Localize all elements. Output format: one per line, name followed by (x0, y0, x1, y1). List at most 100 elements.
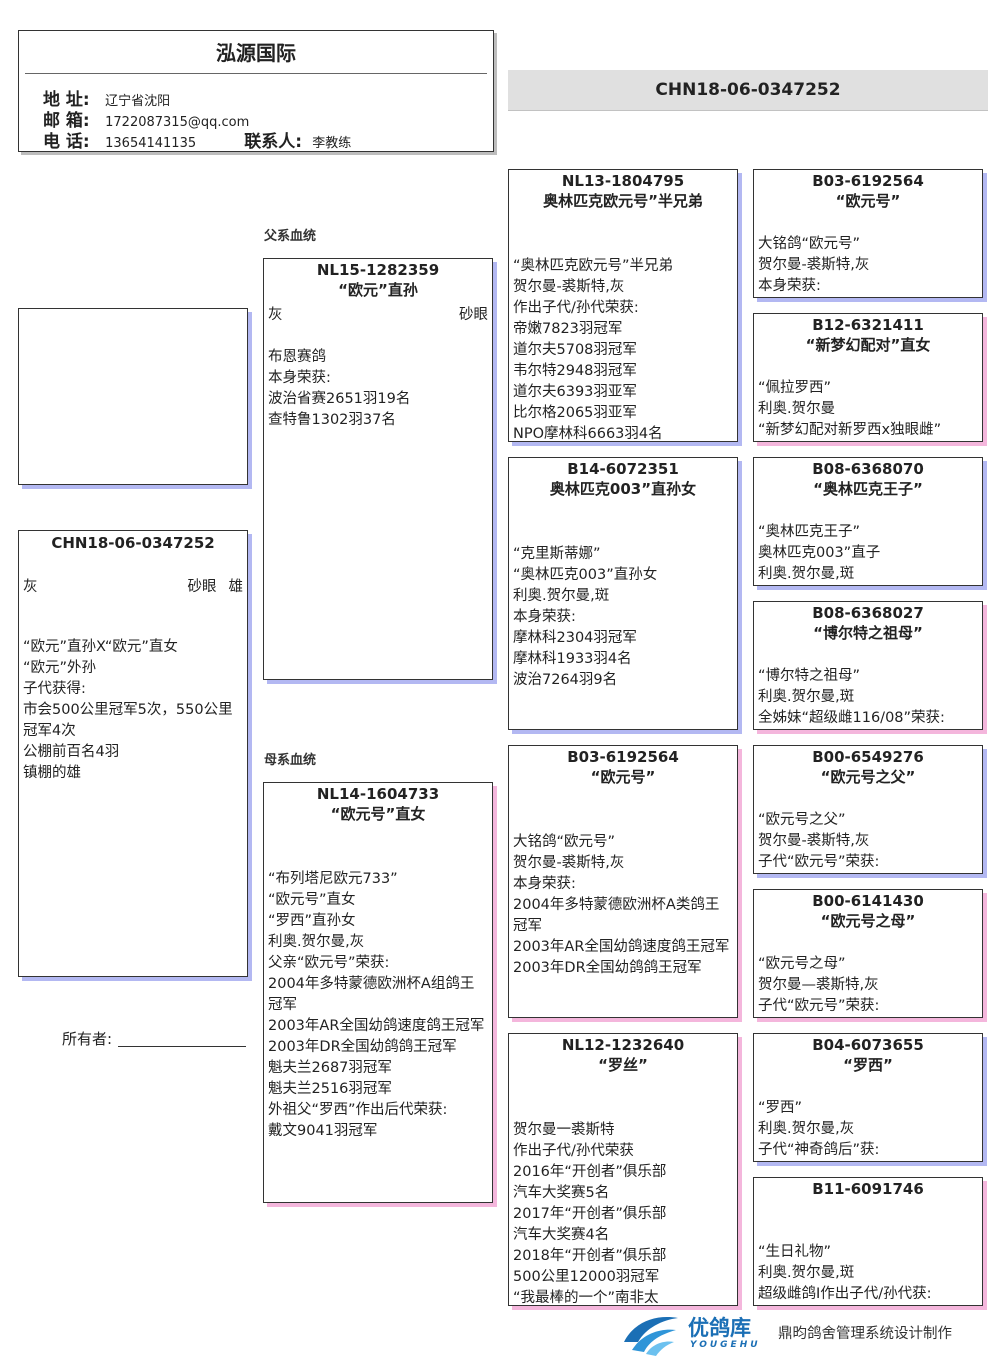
sire-sire-ring-number: NL13-1804795 (561, 172, 685, 190)
desc-line: 道尔夫6393羽亚军 (513, 384, 637, 400)
gg-ring-number: B08-6368070 (812, 460, 924, 478)
dam-sire-description: 大铭鸽“欧元号” 贺尔曼-裘斯特,灰 本身荣获: 2004年多特蒙德欧洲杯A类鸽… (509, 832, 737, 979)
desc-line: 2016年“开创者”俱乐部 (513, 1164, 667, 1180)
gg-description: 大铭鸽“欧元号” 贺尔曼-裘斯特,灰 本身荣获: (754, 234, 982, 297)
gg-name (754, 1199, 982, 1220)
desc-line: 魁夫兰2687羽冠军 (268, 1060, 392, 1076)
address-value: 辽宁省沈阳 (105, 94, 171, 109)
gg-ring-number: B11-6091746 (812, 1180, 924, 1198)
sire-line-label: 父系血统 (264, 229, 317, 244)
kennel-info-card: 泓源国际 地 址: 辽宁省沈阳 邮 箱: 1722087315@qq.com 电… (18, 30, 494, 152)
phone-value: 13654141135 (105, 136, 197, 151)
subject-ring-number: CHN18-06-0347252 (51, 534, 215, 552)
dam-sire-name: “欧元号” (590, 768, 656, 786)
desc-line: 贺尔曼-裘斯特,灰 (758, 833, 870, 849)
desc-line: NPO摩林科6663羽4名 (513, 426, 663, 442)
desc-line: 公棚前百名4羽 (23, 744, 120, 760)
desc-line: “罗西”直孙女 (268, 913, 356, 929)
desc-line: 奥林匹克003”直子 (758, 545, 881, 561)
desc-line: 市会500公里冠军5次，550公里冠军4次 (23, 702, 233, 739)
desc-line: 比尔格2065羽亚军 (513, 405, 637, 421)
desc-line: 摩林科2304羽冠军 (513, 630, 637, 646)
desc-line: 作出子代/孙代荣获 (513, 1143, 634, 1159)
sire-dam-description: “克里斯蒂娜” “奥林匹克003”直孙女 利奥.贺尔曼,斑 本身荣获: 摩林科2… (509, 544, 737, 691)
address-label: 地 址: (43, 90, 90, 110)
desc-line: 利奥.贺尔曼 (758, 401, 836, 417)
desc-line: 贺尔曼-裘斯特,灰 (513, 855, 625, 871)
dam-dam-card: NL12-1232640 “罗丝” 贺尔曼一裘斯特 作出子代/孙代荣获 2016… (508, 1033, 738, 1306)
email-row: 邮 箱: 1722087315@qq.com (43, 106, 249, 131)
desc-line: “布列塔尼欧元733” (268, 871, 398, 887)
owner-label: 所有者: (62, 1030, 113, 1048)
desc-line: 本身荣获: (758, 278, 821, 294)
desc-line: 冠军 (513, 918, 542, 934)
desc-line: 道尔夫5708羽冠军 (513, 342, 637, 358)
gg-ring-number: B00-6549276 (812, 748, 924, 766)
pigeon-photo-frame (18, 308, 248, 485)
desc-line: “欧元号之母” (758, 956, 846, 972)
gg-name: “罗西” (843, 1056, 893, 1074)
sire-description: 布恩赛鸽 本身荣获: 波治省赛2651羽19名 查特鲁1302羽37名 (264, 347, 492, 431)
desc-line: “欧元”直孙X“欧元”直女 (23, 639, 178, 655)
desc-line: “罗西” (758, 1100, 803, 1116)
subject-description: “欧元”直孙X“欧元”直女 “欧元”外孙 子代获得: 市会500公里冠军5次，5… (19, 637, 247, 784)
desc-line: 贺尔曼-裘斯特,灰 (758, 257, 870, 273)
desc-line: 戴文9041羽冠军 (268, 1123, 378, 1139)
great-grandparent-card: B08-6368027 “博尔特之祖母” “博尔特之祖母” 利奥.贺尔曼,斑 全… (753, 601, 983, 730)
desc-line: 父亲“欧元号”荣获: (268, 955, 390, 971)
gg-description: “生日礼物” 利奥.贺尔曼,斑 超级雌鸽I作出子代/孙代获: (754, 1242, 982, 1305)
desc-line: “奥林匹克欧元号”半兄弟 (513, 258, 674, 274)
desc-line: “欧元号之父” (758, 812, 846, 828)
desc-line: 作出子代/孙代荣获: (513, 300, 639, 316)
gg-description: “奥林匹克王子” 奥林匹克003”直子 利奥.贺尔曼,斑 (754, 522, 982, 585)
desc-line: 2003年DR全国幼鸽鸽王冠军 (268, 1039, 457, 1055)
desc-line: 本身荣获: (513, 876, 576, 892)
desc-line: 子代“欧元号”荣获: (758, 998, 880, 1014)
desc-line: 本身荣获: (268, 370, 331, 386)
dam-dam-ring-number: NL12-1232640 (561, 1036, 685, 1054)
gg-ring-number: B00-6141430 (812, 892, 924, 910)
desc-line: 查特鲁1302羽37名 (268, 412, 396, 428)
dam-ring-number: NL14-1604733 (316, 785, 440, 803)
desc-line: 2018年“开创者”俱乐部 (513, 1248, 667, 1264)
dam-name: “欧元号”直女 (330, 805, 426, 823)
contact-value: 李教练 (312, 136, 352, 151)
desc-line: 2017年“开创者”俱乐部 (513, 1206, 667, 1222)
desc-line: 利奥.贺尔曼,斑 (758, 689, 855, 705)
desc-line: “新梦幻配对新罗西x独眼雌” (758, 422, 942, 438)
desc-line: 布恩赛鸽 (268, 349, 326, 365)
desc-line: 韦尔特2948羽冠军 (513, 363, 637, 379)
desc-line: 子代“神奇鸽后”获: (758, 1142, 880, 1158)
desc-line: 全姊妹“超级雌116/08”荣获: (758, 710, 945, 726)
desc-line: 汽车大奖赛5名 (513, 1185, 610, 1201)
email-label: 邮 箱: (43, 111, 90, 131)
gg-name: “欧元号之母” (820, 912, 916, 930)
owner-signature-line (118, 1046, 247, 1047)
gg-name: “博尔特之祖母” (813, 624, 923, 642)
gg-name: “奥林匹克王子” (813, 480, 923, 498)
desc-line: 波治7264羽9名 (513, 672, 618, 688)
owner-field: 所有者: (62, 1028, 247, 1049)
desc-line: 大铭鸽“欧元号” (513, 834, 616, 850)
sire-sire-card: NL13-1804795 奥林匹克欧元号”半兄弟 “奥林匹克欧元号”半兄弟 贺尔… (508, 169, 738, 442)
dam-dam-description: 贺尔曼一裘斯特 作出子代/孙代荣获 2016年“开创者”俱乐部 汽车大奖赛5名 … (509, 1120, 737, 1305)
sire-sire-name: 奥林匹克欧元号”半兄弟 (543, 192, 703, 210)
gg-ring-number: B08-6368027 (812, 604, 924, 622)
brand-name: 优鸽库 (688, 1316, 751, 1340)
sire-dam-ring-number: B14-6072351 (567, 460, 679, 478)
gg-ring-number: B03-6192564 (812, 172, 924, 190)
dam-dam-name: “罗丝” (598, 1056, 648, 1074)
desc-line: 镇棚的雄 (23, 765, 81, 781)
desc-line: 2003年AR全国幼鸽速度鸽王冠军 (513, 939, 730, 955)
desc-line: 超级雌鸽I作出子代/孙代获: (758, 1286, 932, 1302)
contact-label: 联系人: (244, 132, 303, 152)
gg-description: “罗西” 利奥.贺尔曼,灰 子代“神奇鸽后”获: (754, 1098, 982, 1161)
desc-line: 子代获得: (23, 681, 86, 697)
subject-traits: 灰 砂眼雄 (23, 575, 243, 597)
subject-sex: 雄 (228, 579, 244, 595)
kennel-name: 泓源国际 (216, 41, 296, 65)
desc-line: 帝嫩7823羽冠军 (513, 321, 623, 337)
gg-description: “欧元号之母” 贺尔曼—裘斯特,灰 子代“欧元号”荣获: (754, 954, 982, 1017)
subject-pigeon-card: CHN18-06-0347252 灰 砂眼雄 “欧元”直孙X“欧元”直女 “欧元… (18, 530, 248, 977)
desc-line: 子代“欧元号”荣获: (758, 854, 880, 870)
